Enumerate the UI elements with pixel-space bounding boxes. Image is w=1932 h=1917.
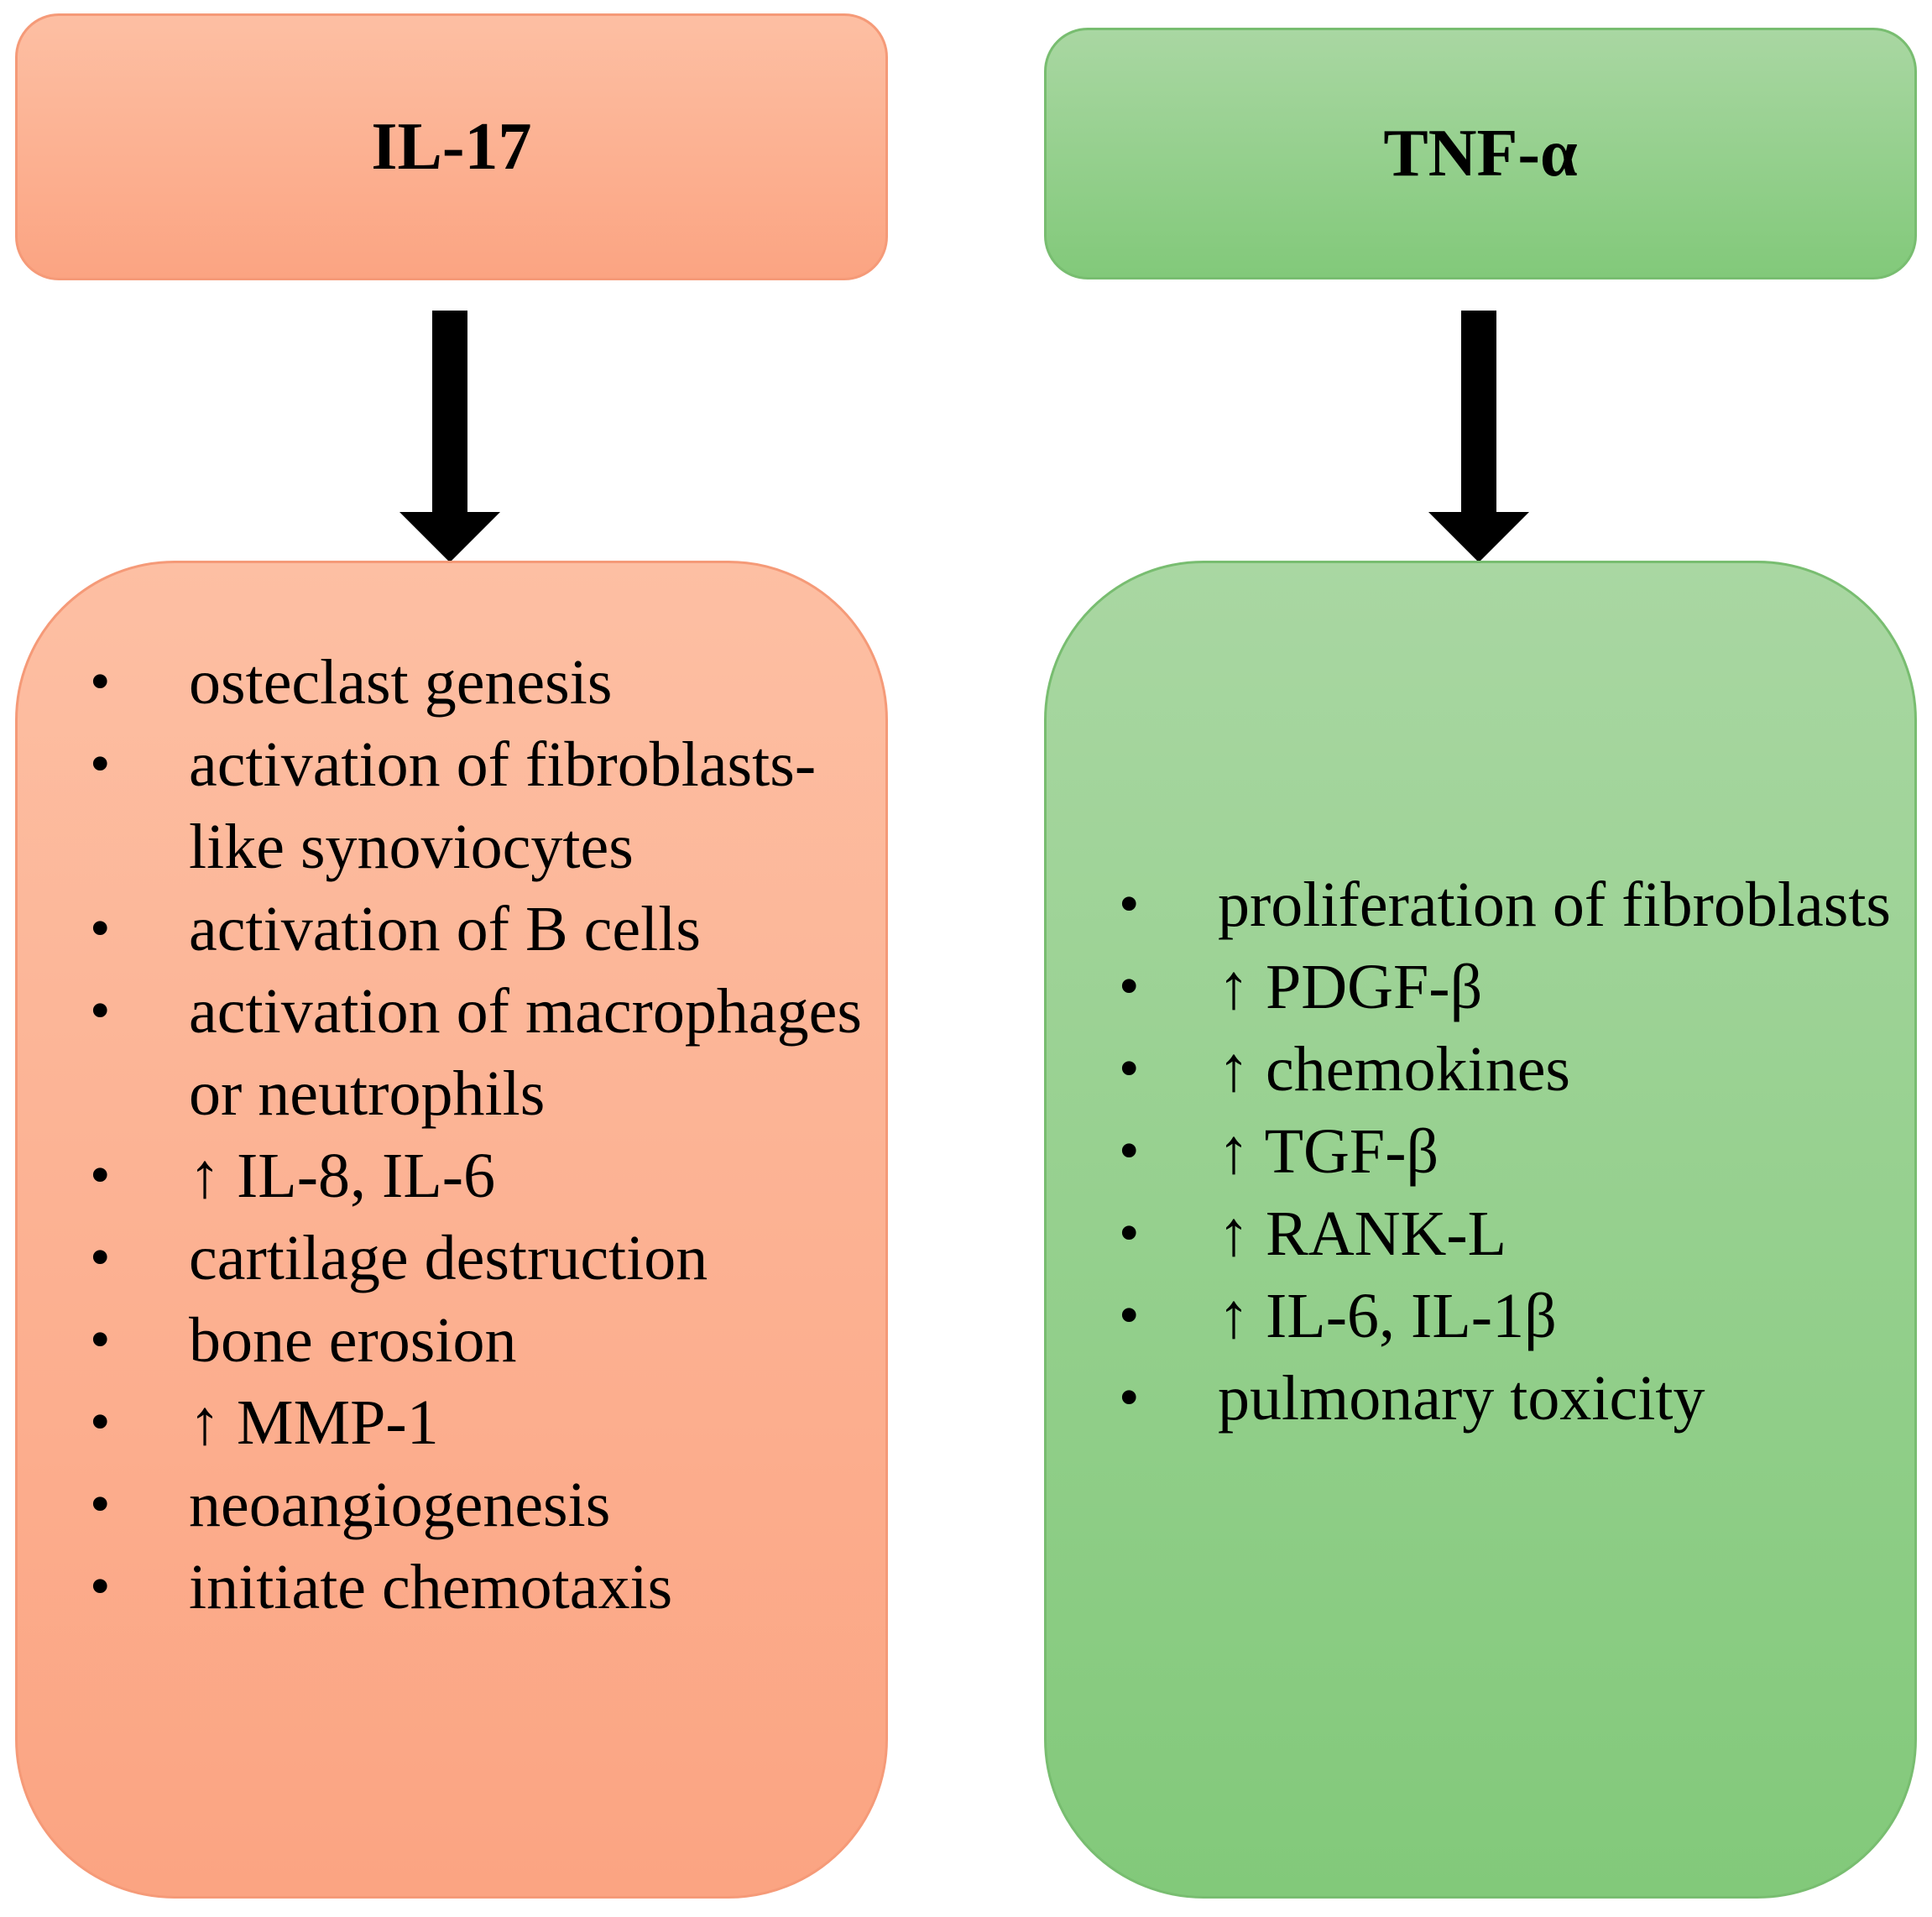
- arrow-down-icon: [1428, 311, 1529, 562]
- list-item: bone erosion: [90, 1299, 879, 1382]
- list-item: osteclast genesis: [90, 641, 879, 723]
- list-item: ↑ chemokines: [1119, 1028, 1908, 1110]
- list-item: proliferation of fibroblasts: [1119, 864, 1908, 946]
- list-item: ↑ MMP-1: [90, 1382, 879, 1464]
- tnf-alpha-effects-list: proliferation of fibroblasts ↑ PDGF-β ↑ …: [1119, 864, 1908, 1439]
- list-item: initiate chemotaxis: [90, 1546, 879, 1628]
- list-item: pulmonary toxicity: [1119, 1357, 1908, 1439]
- list-item: activation of B cells: [90, 888, 879, 970]
- il17-header-title: IL-17: [371, 109, 532, 184]
- il17-header-box: IL-17: [15, 13, 888, 280]
- list-item: ↑ IL-8, IL-6: [90, 1135, 879, 1217]
- arrow-down-icon: [399, 311, 500, 562]
- il17-effects-list: osteclast genesis activation of fibrobla…: [90, 641, 879, 1628]
- list-item: activation of fibroblasts-like synoviocy…: [90, 723, 879, 888]
- tnf-alpha-header-box: TNF-α: [1044, 28, 1917, 279]
- list-item: activation of macrophages or neutrophils: [90, 970, 879, 1135]
- list-item: ↑ IL-6, IL-1β: [1119, 1275, 1908, 1357]
- tnf-alpha-effects-panel: proliferation of fibroblasts ↑ PDGF-β ↑ …: [1044, 561, 1917, 1899]
- il17-effects-panel: osteclast genesis activation of fibrobla…: [15, 561, 888, 1899]
- list-item: cartilage destruction: [90, 1217, 879, 1299]
- list-item: neoangiogenesis: [90, 1464, 879, 1546]
- tnf-alpha-header-title: TNF-α: [1383, 116, 1578, 191]
- list-item: ↑ TGF-β: [1119, 1110, 1908, 1193]
- list-item: ↑ PDGF-β: [1119, 946, 1908, 1028]
- list-item: ↑ RANK-L: [1119, 1193, 1908, 1275]
